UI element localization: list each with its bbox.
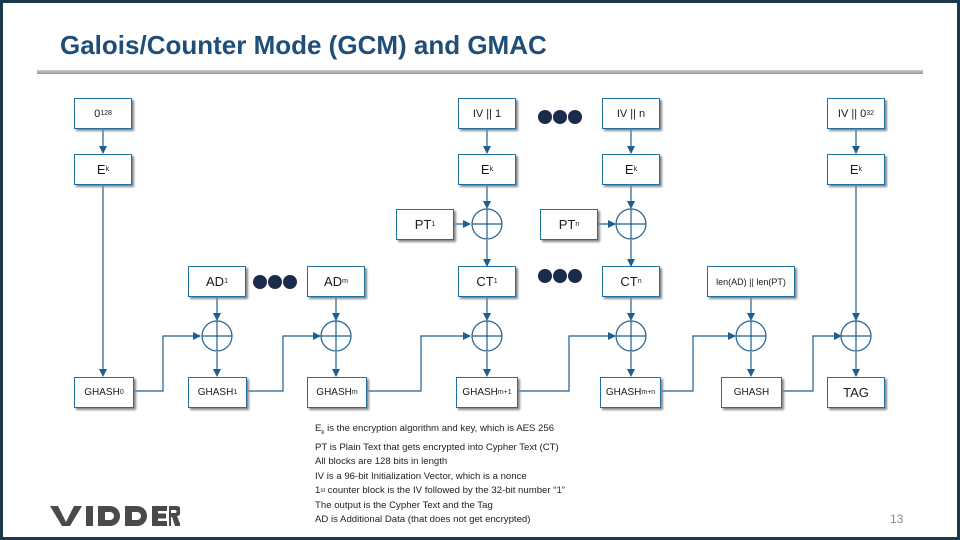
tag-block: TAG [827,377,885,408]
slide-title: Galois/Counter Mode (GCM) and GMAC [60,30,547,60]
xor-adm-icon [320,320,352,352]
xor-len-icon [735,320,767,352]
ellipsis-ct-icon [538,269,582,283]
arrow-ghashm-xor [367,332,471,392]
xor-tag-icon [840,320,872,352]
length-block: len(AD) || len(PT) [707,266,795,297]
diagram-connectors [99,110,872,392]
ellipsis-ad-icon [253,275,297,289]
xor-ctn-icon [615,320,647,352]
xor-ptn-icon [615,208,647,240]
xor-ct1-icon [471,320,503,352]
counter-iv-1: IV || 1 [458,98,516,129]
notes-block: Ek is the encryption algorithm and key, … [315,422,565,528]
xor-ad1-icon [201,320,233,352]
counter-iv-n: IV || n [602,98,660,129]
page-number: 13 [890,512,904,526]
arrow-ghashmn-xor [661,332,736,392]
ghash-final: GHASH [721,377,782,408]
note-blocks: All blocks are 128 bits in length [315,456,448,468]
vidder-logo [50,505,180,526]
ellipsis-top-icon [538,110,582,124]
note-output: The output is the Cypher Text and the Ta… [315,499,493,511]
arrow-ghashm1-xor [518,332,616,392]
note-ad: AD is Additional Data (that does not get… [315,514,531,526]
note-iv: IV is a 96-bit Initialization Vector, wh… [315,470,527,482]
note-ek: Ek is the encryption algorithm and key, … [315,423,555,436]
note-pt: PT is Plain Text that gets encrypted int… [315,441,559,453]
arrow-ghash-xor [782,332,842,392]
arrow-ghash0-xor [134,332,201,392]
arrow-ghash1-xor [247,332,321,392]
note-counter: 1st counter block is the IV followed by … [315,485,565,497]
title-divider [37,70,923,74]
xor-pt1-icon [471,208,503,240]
